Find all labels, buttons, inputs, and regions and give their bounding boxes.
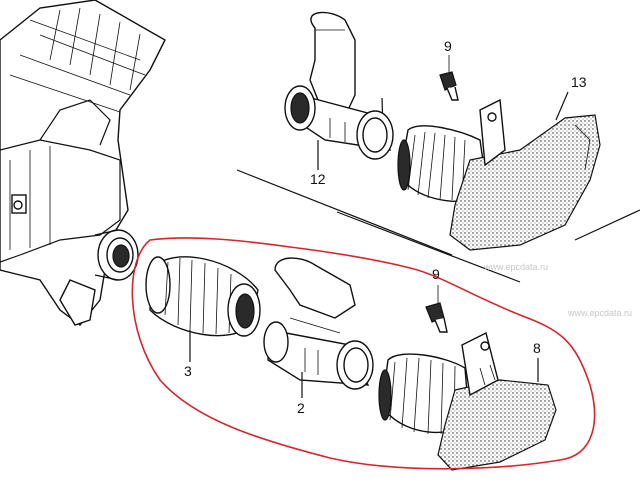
resonator-chamber-13 bbox=[449, 98, 601, 251]
callout-2: 2 bbox=[297, 400, 305, 416]
callout-9-top: 9 bbox=[444, 38, 452, 54]
watermark-text: www.epcdata.ru bbox=[567, 308, 632, 318]
callout-3: 3 bbox=[184, 363, 192, 379]
callout-9-bottom: 9 bbox=[432, 266, 440, 282]
bellows-duct-lower bbox=[378, 353, 469, 435]
leader-lines bbox=[189, 91, 569, 398]
watermark-text: www.epcdata.ru bbox=[483, 262, 548, 272]
resonator-pipe-12 bbox=[284, 11, 394, 160]
resonator-chamber-8 bbox=[437, 331, 557, 471]
callout-12: 12 bbox=[310, 171, 326, 187]
housing-outlet-port bbox=[94, 229, 139, 281]
resonator-pipe-2 bbox=[263, 257, 374, 390]
bolt-9-upper bbox=[439, 55, 459, 101]
callout-8: 8 bbox=[533, 340, 541, 356]
callout-13: 13 bbox=[571, 74, 587, 90]
bolt-9-lower bbox=[425, 285, 448, 333]
air-cleaner-housing bbox=[0, 0, 166, 326]
intake-bellows-3 bbox=[145, 256, 261, 337]
highlight-outline bbox=[131, 237, 596, 470]
